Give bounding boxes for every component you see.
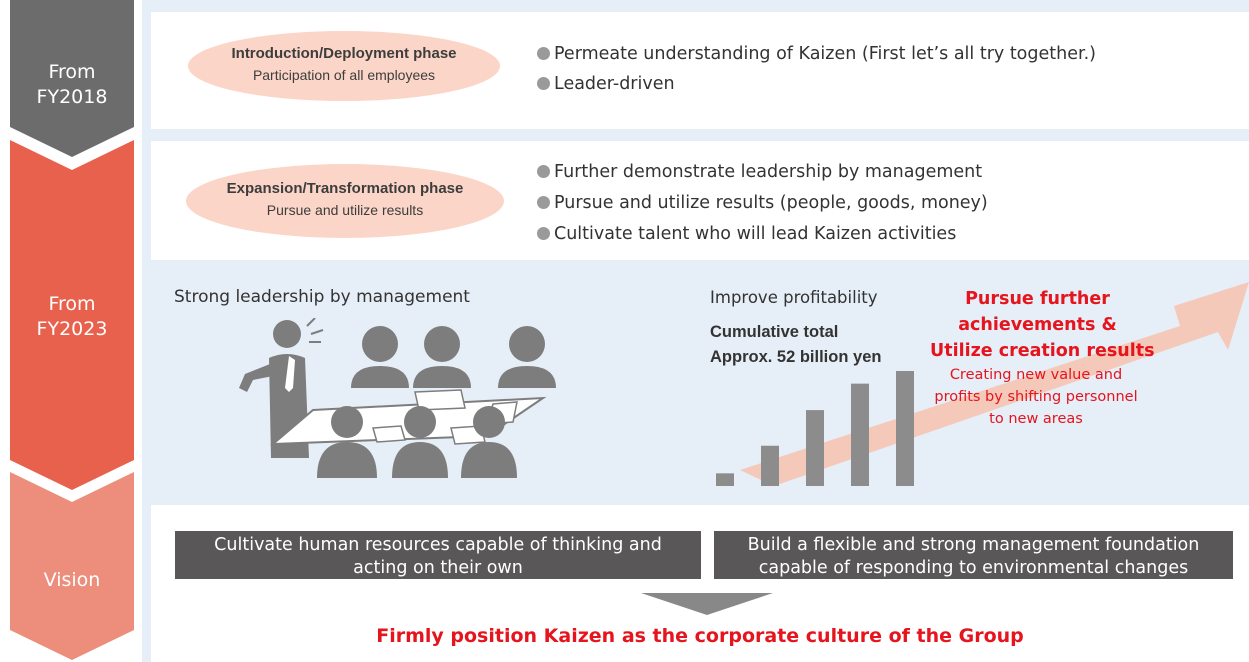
phase1-ellipse: Introduction/Deployment phase Participat… (188, 31, 500, 101)
profit-bar (806, 410, 824, 486)
phase1-bullet: Leader-driven (537, 70, 675, 98)
person-front-1-icon (317, 406, 377, 478)
stage-chevron-fy2023 (10, 140, 134, 490)
person-back-1-icon (351, 326, 409, 388)
vision-conclusion: Firmly position Kaizen as the corporate … (376, 625, 1024, 647)
phase2-bullet: Further demonstrate leadership by manage… (537, 158, 982, 186)
stage-label-line1: Vision (43, 569, 101, 591)
down-triangle-icon (641, 593, 773, 615)
person-front-3-icon (461, 406, 517, 478)
bullet-text: Permeate understanding of Kaizen (First … (554, 44, 1096, 64)
person-back-2-icon (413, 326, 471, 388)
phase2-ellipse: Expansion/Transformation phase Pursue an… (186, 164, 504, 238)
profit-bar (896, 371, 914, 486)
pursue-title-line1: Pursue further (965, 289, 1110, 309)
speech-lines-icon (306, 318, 324, 343)
profit-bar (761, 445, 779, 486)
leadership-heading: Strong leadership by management (174, 287, 470, 307)
bullet-dot-icon (537, 77, 550, 90)
bullet-text: Further demonstrate leadership by manage… (554, 162, 983, 182)
bullet-dot-icon (537, 227, 550, 240)
bullet-dot-icon (537, 47, 550, 60)
stage-chevron-vision (10, 472, 134, 660)
stage-label-line1: From (48, 293, 96, 315)
vision-box1-line2: acting on their own (353, 558, 523, 578)
stage-label-vision: Vision (10, 568, 134, 593)
profit-total: Cumulative total Approx. 52 billion yen (710, 320, 881, 370)
profit-bar-chart (716, 371, 914, 486)
stage-label-line2: FY2018 (36, 86, 108, 108)
vision-box2-line1: Build a flexible and strong management f… (747, 535, 1200, 555)
pursue-title-line2: achievements & (958, 315, 1117, 335)
stage-label-line1: From (48, 61, 96, 83)
phase2-title: Expansion/Transformation phase (226, 180, 464, 197)
profit-bar (851, 383, 869, 486)
stage-chevron-fy2018 (10, 0, 134, 157)
pursue-title: Pursue further achievements & Utilize cr… (930, 286, 1155, 364)
pursue-desc-line2: profits by shifting personnel (934, 389, 1138, 405)
bullet-dot-icon (537, 165, 550, 178)
person-front-2-icon (392, 406, 448, 478)
stage-chevron-bar (10, 0, 134, 660)
phase1-title: Introduction/Deployment phase (231, 45, 457, 62)
stage-label-fy2018: From FY2018 (10, 60, 134, 110)
phase2-bullet: Pursue and utilize results (people, good… (537, 189, 988, 217)
pursue-desc-line1: Creating new value and (949, 367, 1123, 383)
vision-box-management-foundation: Build a flexible and strong management f… (714, 531, 1233, 579)
bullet-text: Cultivate talent who will lead Kaizen ac… (554, 224, 957, 244)
profit-total-line2: Approx. 52 billion yen (710, 348, 882, 366)
pursue-desc-line3: to new areas (989, 411, 1083, 427)
phase1-subtitle: Participation of all employees (252, 67, 436, 83)
phase1-bullet: Permeate understanding of Kaizen (First … (537, 40, 1096, 68)
vision-box1-line1: Cultivate human resources capable of thi… (214, 535, 662, 555)
vision-box2-line2: capable of responding to environmental c… (758, 558, 1189, 578)
pursue-description: Creating new value and profits by shifti… (930, 364, 1142, 430)
phase2-bullet: Cultivate talent who will lead Kaizen ac… (537, 220, 956, 248)
bullet-text: Leader-driven (554, 74, 675, 94)
profit-total-line1: Cumulative total (710, 323, 839, 341)
bullet-text: Pursue and utilize results (people, good… (554, 193, 988, 213)
pursue-title-line3: Utilize creation results (930, 341, 1155, 361)
meeting-illustration (239, 318, 556, 478)
bullet-dot-icon (537, 196, 550, 209)
vision-box-human-resources: Cultivate human resources capable of thi… (175, 531, 701, 579)
profit-heading: Improve profitability (710, 288, 878, 307)
stage-label-line2: FY2023 (36, 318, 108, 340)
person-back-3-icon (498, 326, 556, 388)
stage-label-fy2023: From FY2023 (10, 292, 134, 342)
profit-bar (716, 473, 734, 486)
phase2-subtitle: Pursue and utilize results (266, 202, 424, 218)
